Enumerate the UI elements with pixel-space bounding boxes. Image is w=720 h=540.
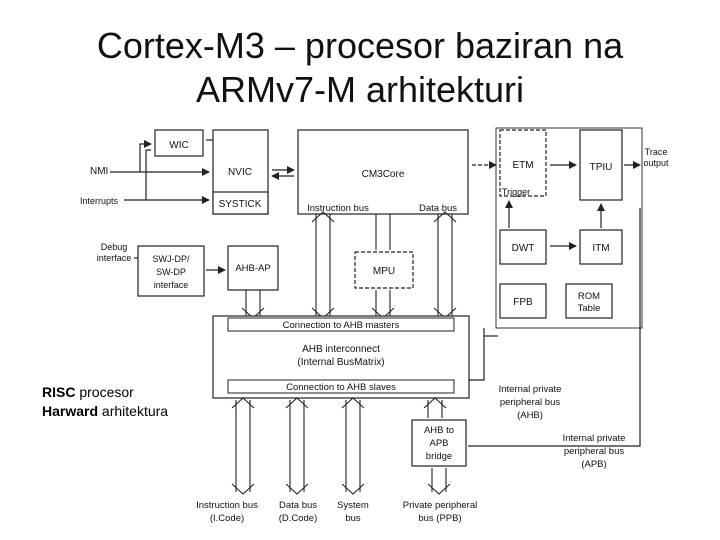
note-risc-bold: RISC [42, 384, 76, 400]
icode-heads [231, 397, 255, 495]
icode-label-2: (I.Code) [210, 513, 244, 524]
wic-block [154, 129, 204, 157]
debug-interface-label-2: interface [97, 253, 132, 263]
rom-table-block [565, 283, 613, 319]
ahb-interconnect-label-2: (Internal BusMatrix) [297, 357, 384, 368]
note-risc: RISC procesor [42, 382, 134, 402]
ahb-interconnect-label-1: AHB interconnect [302, 344, 380, 355]
ppb-top-head [423, 397, 447, 409]
ahb-apb-bridge-block [411, 419, 467, 467]
nvic-label: NVIC [228, 167, 252, 178]
internal-ppb-ahb-label-1: Internal private [499, 384, 562, 395]
conn-ahb-slaves-bar [227, 379, 455, 394]
ahbap-ahb-pipe [245, 290, 261, 316]
itm-label: ITM [592, 243, 609, 254]
dwt-block [499, 229, 547, 265]
ppb-ahb-line [469, 328, 485, 381]
dwt-label: DWT [512, 243, 535, 254]
etm-label: ETM [512, 160, 533, 171]
system-bus-pipe [345, 400, 361, 492]
internal-ppb-apb-label-2: peripheral bus [564, 446, 624, 457]
ppb-label-1: Private peripheral [403, 500, 477, 511]
ppb-label-2: bus (PPB) [418, 513, 461, 524]
trace-output-label-2: output [643, 158, 669, 168]
dcode-label-2: (D.Code) [279, 513, 318, 524]
conn-ahb-slaves-label: Connection to AHB slaves [286, 382, 396, 393]
note-harward: Harward arhitektura [42, 401, 168, 421]
swj-dp-label-1: SWJ-DP/ [153, 254, 190, 264]
debug-trace-frame [495, 127, 643, 329]
tpiu-block [579, 129, 623, 201]
dcode-pipe [289, 400, 305, 492]
system-bus-label-1: System [337, 500, 369, 511]
ahb-ap-label: AHB-AP [235, 263, 270, 274]
swj-dp-label-2: SW-DP [156, 267, 186, 277]
ppb-apb-line [468, 208, 641, 447]
rom-table-label-2: Table [578, 303, 601, 314]
note-harward-rest: arhitektura [98, 403, 169, 419]
slide-title-line-1: Cortex-M3 – procesor baziran na [96, 25, 624, 66]
swj-dp-label-3: interface [154, 280, 189, 290]
system-bus-label-2: bus [345, 513, 361, 524]
systick-block [212, 191, 269, 215]
core-dbus-pipe [437, 214, 453, 316]
internal-ppb-apb-label-3: (APB) [581, 459, 606, 470]
ppb-bottom-head [427, 483, 451, 495]
rom-table-label-1: ROM [578, 291, 600, 302]
dcode-heads [285, 397, 309, 495]
fpb-block [499, 283, 547, 319]
core-label: CM3Core [362, 169, 405, 180]
mpu-ahb-pipe [375, 290, 391, 316]
core-data-bus-label: Data bus [419, 203, 457, 214]
ahb-apb-bridge-label-2: APB [429, 438, 448, 449]
swj-dp-block [137, 245, 205, 297]
mpu-label: MPU [373, 266, 395, 277]
core-dbus-heads [433, 211, 457, 319]
internal-ppb-ahb-label-2: peripheral bus [500, 397, 560, 408]
core-instruction-bus-label: Instruction bus [307, 203, 369, 214]
trigger-label: Trigger [502, 187, 530, 197]
internal-ppb-apb-label-1: Internal private [563, 433, 626, 444]
itm-block [579, 229, 623, 265]
interrupts-label: Interrupts [80, 196, 119, 206]
wic-label: WIC [169, 140, 188, 151]
slide-title-line-2: ARMv7-M arhitekturi [195, 69, 525, 110]
systick-label: SYSTICK [219, 199, 262, 210]
nmi-label: NMI [90, 166, 108, 177]
icode-pipe [235, 400, 251, 492]
interrupts-wic-line [145, 149, 151, 200]
ppb-bottom-pipe [431, 468, 447, 492]
core-ibus-pipe [315, 214, 331, 316]
etm-block [499, 129, 547, 197]
debug-interface-label-1: Debug [101, 242, 128, 252]
conn-ahb-masters-label: Connection to AHB masters [283, 320, 400, 331]
tpiu-label: TPIU [590, 162, 613, 173]
mpu-block [354, 251, 414, 289]
core-mpu-pipe [375, 214, 391, 250]
note-harward-bold: Harward [42, 403, 99, 419]
trace-output-label-1: Trace [645, 147, 668, 157]
internal-ppb-ahb-label-3: (AHB) [517, 410, 543, 421]
ahb-ap-block [227, 245, 279, 291]
note-risc-rest: procesor [75, 384, 134, 400]
core-ibus-heads [311, 211, 335, 319]
ahb-apb-bridge-label-3: bridge [426, 451, 452, 462]
fpb-label: FPB [513, 297, 533, 308]
ahb-apb-bridge-label-1: AHB to [424, 425, 454, 436]
dcode-label-1: Data bus [279, 500, 317, 511]
conn-ahb-masters-bar [227, 317, 455, 332]
nmi-wic-arrow [139, 140, 152, 172]
core-block [297, 129, 469, 215]
system-bus-heads [341, 397, 365, 495]
ppb-top-pipe [427, 400, 443, 418]
icode-label-1: Instruction bus [196, 500, 258, 511]
